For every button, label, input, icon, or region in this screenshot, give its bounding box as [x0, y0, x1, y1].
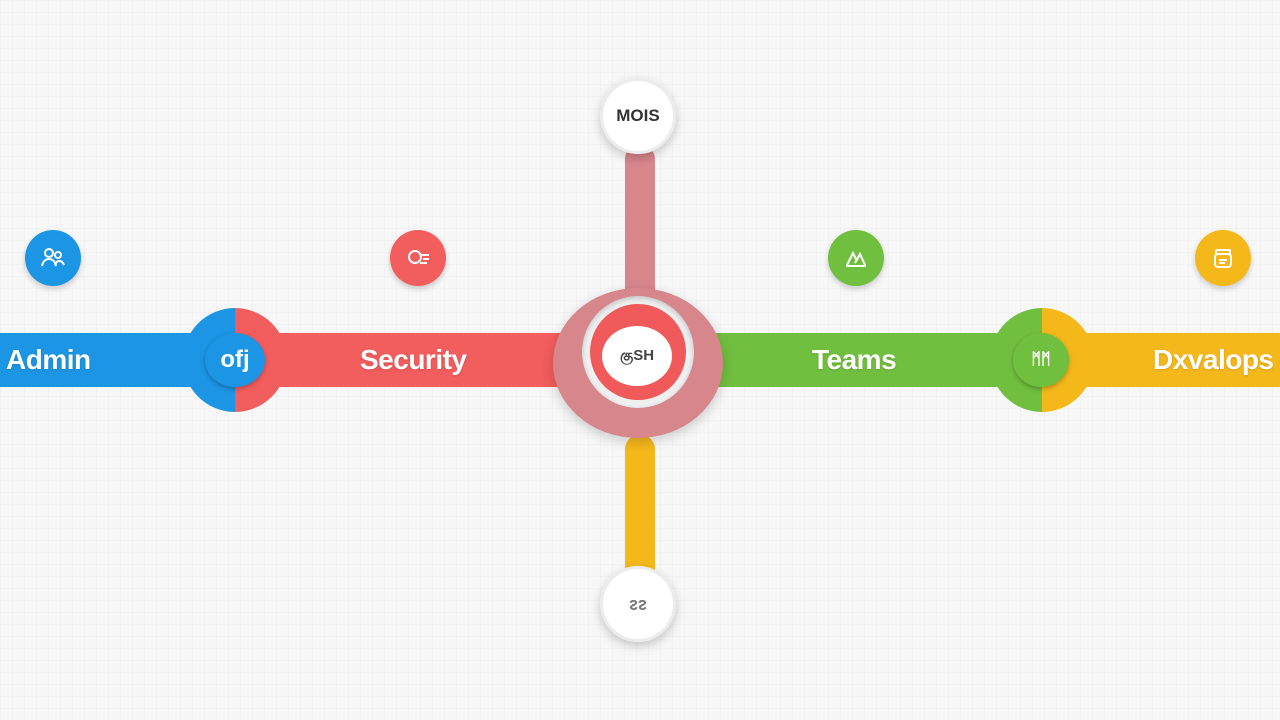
- teams-icon-dot[interactable]: [828, 230, 884, 286]
- right-joint-badge: ᛗᛗ: [1013, 333, 1069, 387]
- top-node-label: MOIS: [616, 106, 660, 125]
- security-band: [236, 333, 566, 387]
- developers-icon-dot[interactable]: [1195, 230, 1251, 286]
- security-icon-dot[interactable]: [390, 230, 446, 286]
- security-label: Security: [360, 344, 467, 375]
- hub-center-node[interactable]: குSH: [602, 326, 672, 386]
- hub-center-label: குSH: [619, 346, 655, 364]
- developers-label: Dxvalops: [1153, 344, 1274, 375]
- left-joint-label: ofj: [220, 346, 250, 373]
- admin-label: Admin: [6, 344, 91, 375]
- admin-icon-dot[interactable]: [25, 230, 81, 286]
- shield-icon: [408, 250, 429, 264]
- right-joint-label: ᛗᛗ: [1031, 351, 1051, 368]
- team-icon: [846, 250, 866, 267]
- bottom-node[interactable]: ᴤᴤ: [600, 566, 676, 642]
- left-joint-badge: ofj: [205, 333, 265, 387]
- teams-label: Teams: [812, 344, 897, 375]
- jar-icon: [1214, 249, 1232, 268]
- people-icon: [41, 248, 65, 267]
- top-node[interactable]: MOIS: [600, 78, 676, 154]
- bottom-node-label: ᴤᴤ: [629, 593, 647, 614]
- bottom-stem: [625, 435, 655, 585]
